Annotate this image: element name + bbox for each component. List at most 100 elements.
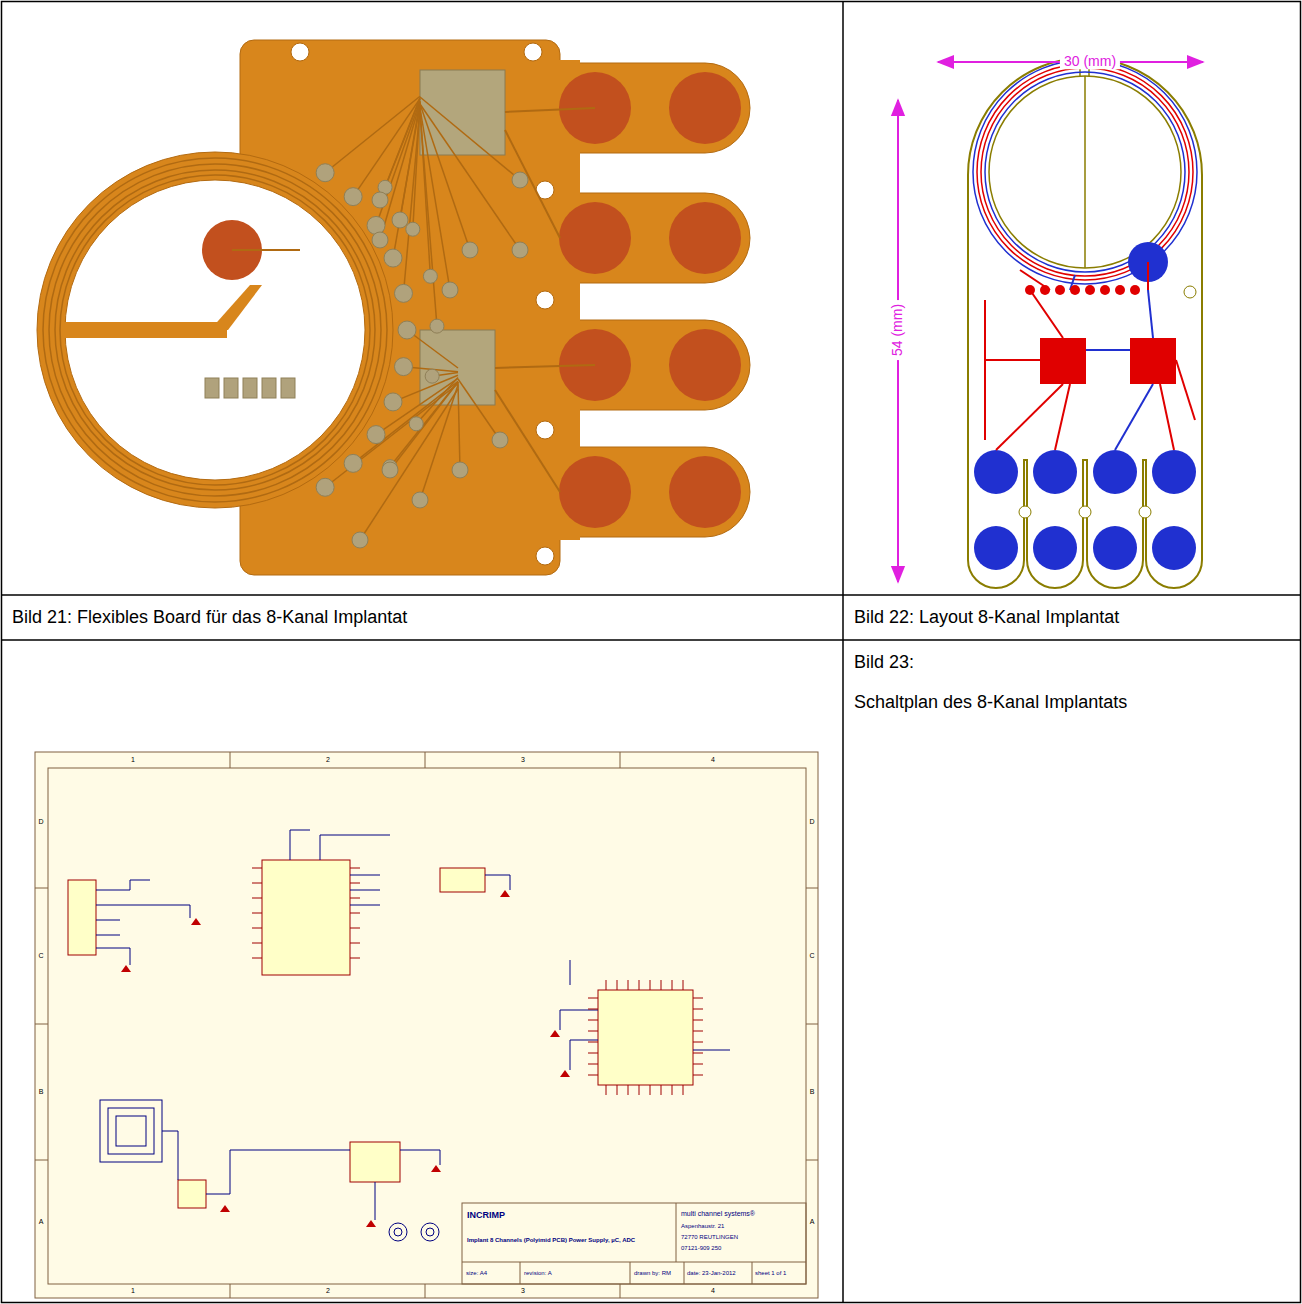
flex-board-photo bbox=[49, 164, 381, 496]
flex-board-photo bbox=[406, 222, 420, 236]
circuit-schematic bbox=[588, 998, 598, 999]
circuit-schematic bbox=[121, 965, 131, 972]
circuit-schematic bbox=[320, 835, 390, 860]
circuit-schematic bbox=[570, 960, 571, 985]
grid-reference: 4 bbox=[711, 756, 715, 764]
circuit-schematic bbox=[350, 875, 380, 876]
circuit-schematic bbox=[375, 1182, 376, 1220]
circuit-schematic bbox=[178, 1180, 206, 1208]
title-block-text: INCRIMP bbox=[467, 1211, 505, 1221]
flex-board-photo bbox=[416, 377, 458, 423]
title-block-text: Implant 8 Channels (Polyimid PCB) Power … bbox=[467, 1237, 635, 1244]
circuit-schematic bbox=[121, 890, 570, 1227]
circuit-schematic bbox=[462, 1203, 806, 1284]
circuit-schematic bbox=[485, 875, 510, 890]
circuit-schematic bbox=[683, 980, 684, 990]
flex-board-photo bbox=[344, 454, 362, 472]
circuit-schematic bbox=[520, 1262, 521, 1284]
circuit-schematic bbox=[650, 980, 651, 990]
circuit-schematic bbox=[394, 1228, 402, 1236]
circuit-schematic bbox=[588, 1020, 598, 1021]
flex-board-photo bbox=[536, 421, 554, 439]
circuit-schematic bbox=[462, 1203, 806, 1284]
circuit-schematic bbox=[262, 860, 350, 975]
board-layout bbox=[1025, 285, 1035, 295]
grid-reference: B bbox=[39, 1088, 44, 1096]
flex-board-photo bbox=[524, 43, 542, 61]
flex-board-photo bbox=[462, 242, 478, 258]
circuit-schematic bbox=[661, 980, 662, 990]
board-layout bbox=[1055, 285, 1065, 295]
circuit-schematic bbox=[639, 1085, 640, 1095]
flex-board-photo bbox=[291, 43, 309, 61]
flex-board-photo bbox=[559, 72, 741, 528]
title-block-text: date: 23-Jan-2012 bbox=[687, 1270, 736, 1277]
circuit-schematic bbox=[617, 1085, 618, 1095]
dimension-label: 30 (mm) bbox=[1060, 54, 1120, 69]
circuit-schematic bbox=[806, 888, 818, 889]
flex-board-photo bbox=[559, 456, 631, 528]
figure-caption: Bild 23: bbox=[854, 651, 1290, 673]
board-layout bbox=[1152, 450, 1196, 494]
flex-board-photo bbox=[205, 378, 295, 398]
circuit-schematic bbox=[500, 890, 510, 897]
circuit-schematic bbox=[252, 868, 262, 869]
flex-board-photo bbox=[37, 40, 750, 575]
flex-board-photo bbox=[316, 96, 595, 548]
circuit-schematic bbox=[606, 1085, 607, 1095]
caption-cell: Bild 22: Layout 8-Kanal Implantat bbox=[844, 596, 1300, 640]
board-layout bbox=[989, 76, 1181, 268]
circuit-schematic bbox=[620, 752, 621, 768]
circuit-schematic bbox=[116, 1116, 146, 1146]
circuit-schematic bbox=[35, 1160, 48, 1161]
circuit-schematic bbox=[650, 1085, 651, 1095]
flex-board-photo bbox=[210, 285, 262, 330]
board-layout bbox=[1147, 262, 1149, 290]
board-layout bbox=[1086, 349, 1130, 351]
flex-board-photo bbox=[495, 390, 560, 492]
board-layout bbox=[1093, 450, 1137, 494]
grid-reference: A bbox=[39, 1218, 44, 1226]
flex-board-photo bbox=[412, 492, 428, 508]
caption-cell: Bild 21: Flexibles Board für das 8-Kanal… bbox=[2, 596, 843, 640]
circuit-schematic bbox=[230, 1284, 231, 1298]
flex-board-photo bbox=[380, 103, 420, 240]
board-layout bbox=[1130, 338, 1176, 384]
circuit-schematic bbox=[693, 1064, 703, 1065]
board-layout bbox=[996, 384, 1063, 450]
circuit-schematic bbox=[676, 1203, 677, 1262]
flex-board-photo bbox=[495, 365, 595, 368]
board-layout bbox=[1033, 526, 1077, 570]
flex-board-photo bbox=[37, 152, 393, 508]
flex-board-photo bbox=[367, 216, 385, 234]
circuit-schematic bbox=[35, 1024, 48, 1025]
flex-board-photo bbox=[43, 158, 387, 502]
title-block-text: 72770 REUTLINGEN bbox=[681, 1234, 738, 1241]
flex-board-photo bbox=[425, 369, 439, 383]
circuit-schematic bbox=[630, 1262, 631, 1284]
circuit-schematic bbox=[350, 1142, 400, 1182]
circuit-schematic bbox=[693, 1075, 703, 1076]
flex-board-photo bbox=[458, 382, 460, 470]
circuit-schematic bbox=[560, 1010, 598, 1030]
board-layout bbox=[1130, 285, 1140, 295]
flex-board-photo bbox=[353, 99, 420, 197]
grid-reference: 2 bbox=[326, 756, 330, 764]
flex-board-photo bbox=[224, 378, 238, 398]
flex-board-photo bbox=[669, 329, 741, 401]
circuit-schematic bbox=[570, 1040, 598, 1070]
circuit-schematic bbox=[661, 1085, 662, 1095]
circuit-schematic bbox=[806, 1024, 818, 1025]
circuit-schematic bbox=[693, 1050, 730, 1051]
circuit-schematic bbox=[366, 1220, 376, 1227]
board-layout bbox=[1148, 290, 1153, 338]
circuit-schematic bbox=[639, 980, 640, 990]
circuit-schematic bbox=[68, 880, 96, 955]
board-layout bbox=[1040, 285, 1050, 295]
circuit-schematic bbox=[350, 905, 380, 906]
circuit-schematic bbox=[672, 980, 673, 990]
circuit-schematic bbox=[425, 752, 426, 768]
flex-board-photo bbox=[344, 188, 362, 206]
circuit-schematic bbox=[252, 913, 262, 914]
circuit-schematic bbox=[617, 980, 618, 990]
